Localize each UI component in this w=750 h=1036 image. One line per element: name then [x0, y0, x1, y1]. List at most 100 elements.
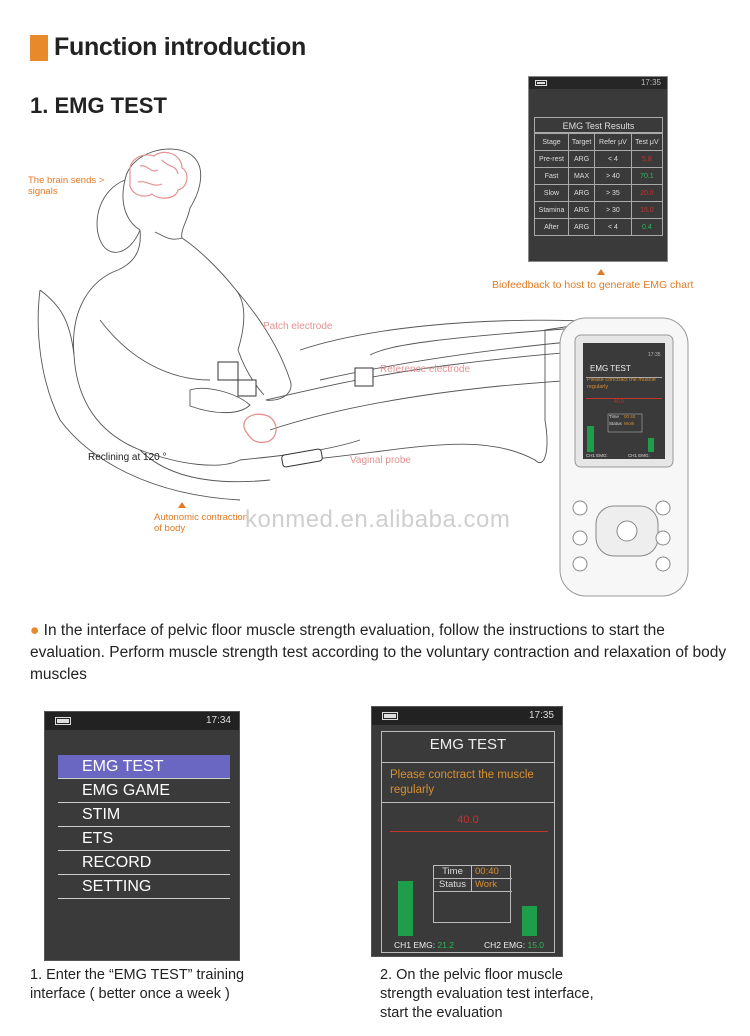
- device-screen-status-value: Work: [624, 421, 635, 426]
- bullet-icon: ●: [30, 622, 44, 639]
- ch2-emg-value: 15.0: [527, 940, 545, 950]
- device-screen-ch2-label: CH1 EMG:: [628, 453, 650, 458]
- results-title: EMG Test Results: [534, 117, 663, 133]
- table-row: Slow ARG > 35 20.0: [533, 184, 664, 202]
- menu-item-stim[interactable]: STIM: [58, 803, 230, 827]
- column-header: Test μV: [630, 133, 664, 151]
- ch1-emg-readout: CH1 EMG: 21.2: [394, 940, 454, 950]
- reference-electrode-label: Reference electrode: [380, 364, 471, 375]
- ch1-emg-label: CH1 EMG:: [394, 940, 436, 950]
- ch2-emg-label: CH2 EMG:: [484, 940, 526, 950]
- menu-list: EMG TEST EMG GAME STIM ETS RECORD SETTIN…: [58, 755, 230, 899]
- section-title: 1. EMG TEST: [30, 93, 167, 118]
- cell-target: ARG: [568, 184, 596, 202]
- description-paragraph: ● In the interface of pelvic floor muscl…: [30, 620, 730, 686]
- ch1-emg-bar: [398, 881, 413, 936]
- device-screen-status-label: Status: [609, 421, 622, 426]
- battery-icon: [535, 80, 547, 86]
- cell-refer: < 4: [594, 218, 632, 236]
- cell-stage: Stamina: [533, 201, 570, 219]
- cell-stage: Slow: [533, 184, 570, 202]
- emg-illustration: [37, 148, 689, 597]
- description-text: In the interface of pelvic floor muscle …: [30, 622, 727, 683]
- cell-test: 20.0: [630, 184, 664, 202]
- battery-icon: [382, 712, 398, 720]
- menu-item-emg-test[interactable]: EMG TEST: [58, 755, 230, 779]
- cell-test: 70.1: [630, 167, 664, 185]
- watermark: konmed.en.alibaba.com: [245, 506, 511, 533]
- header-accent-mark: [30, 35, 48, 61]
- cell-target: ARG: [568, 218, 596, 236]
- device-screen-title: EMG TEST: [590, 364, 631, 373]
- emg-target-value: 40.0: [457, 814, 479, 826]
- table-row: Stamina ARG > 30 15.0: [533, 201, 664, 219]
- caption-emg-test: 2. On the pelvic floor muscle strength e…: [380, 967, 594, 1021]
- cell-target: ARG: [568, 201, 596, 219]
- battery-icon: [55, 717, 71, 725]
- device-screen-ch1-label: CH1 EMG:: [586, 453, 608, 458]
- main-menu-screen: 17:34 EMG TEST EMG GAME STIM ETS RECORD …: [44, 711, 240, 961]
- column-header: Target: [568, 133, 596, 151]
- status-time: 17:34: [205, 715, 231, 726]
- time-value: 00:40: [472, 866, 512, 879]
- ch2-emg-readout: CH2 EMG: 15.0: [484, 940, 544, 950]
- patch-electrode-label: Patch electrode: [263, 321, 333, 332]
- column-header: Stage: [533, 133, 570, 151]
- biofeedback-label: Biofeedback to host to generate EMG char…: [492, 279, 694, 291]
- ch1-emg-value: 21.2: [437, 940, 455, 950]
- time-label: Time: [434, 866, 472, 879]
- emg-test-screen: 17:35 EMG TEST Please conctract the musc…: [371, 706, 563, 957]
- menu-item-setting[interactable]: SETTING: [58, 875, 230, 899]
- device-screen-time-value: 00:40: [624, 414, 636, 419]
- reclining-label: Reclining at 120 °: [88, 452, 167, 463]
- device-screen-time-label: Time: [609, 414, 619, 419]
- cell-target: MAX: [568, 167, 596, 185]
- target-line: [390, 831, 548, 832]
- column-header: Refer μV: [594, 133, 632, 151]
- menu-item-emg-game[interactable]: EMG GAME: [58, 779, 230, 803]
- brain-signal-label: The brain sends > signals: [28, 175, 105, 197]
- status-bar: 17:35: [372, 707, 562, 725]
- cell-test: 5.8: [630, 150, 664, 168]
- emg-instruction: Please conctract the muscle regularly: [390, 769, 534, 796]
- emg-results-screen: 17:35 EMG Test Results Stage Target Refe…: [528, 76, 668, 262]
- caption-menu: 1. Enter the “EMG TEST” training interfa…: [30, 967, 245, 1002]
- status-label: Status: [434, 879, 472, 892]
- device-screen-instruction: Please conctract the muscle regularly: [587, 377, 656, 390]
- cell-test: 0.4: [630, 218, 664, 236]
- cell-stage: Fast: [533, 167, 570, 185]
- cell-stage: Pre-rest: [533, 150, 570, 168]
- vaginal-probe-label: Vaginal probe: [350, 455, 411, 466]
- status-row: Status Work: [434, 879, 512, 892]
- status-time: 17:35: [528, 710, 554, 721]
- menu-item-record[interactable]: RECORD: [58, 851, 230, 875]
- status-time: 17:35: [640, 78, 661, 87]
- autonomic-contraction-label: Autonomic contraction of body: [154, 512, 248, 534]
- cell-refer: > 40: [594, 167, 632, 185]
- cell-refer: < 4: [594, 150, 632, 168]
- table-row: After ARG < 4 0.4: [533, 218, 664, 236]
- status-box: Time 00:40 Status Work: [433, 865, 512, 923]
- ch2-emg-bar: [522, 906, 537, 936]
- cell-stage: After: [533, 218, 570, 236]
- title-divider: [382, 762, 554, 763]
- page-title: Function introduction: [54, 33, 306, 61]
- status-bar: 17:35: [529, 77, 667, 89]
- results-table: Stage Target Refer μV Test μV Pre-rest A…: [533, 133, 664, 236]
- cell-target: ARG: [568, 150, 596, 168]
- emg-frame: EMG TEST Please conctract the muscle reg…: [381, 731, 555, 953]
- emg-screen-title: EMG TEST: [429, 736, 507, 753]
- instruction-divider: [382, 802, 554, 803]
- time-row: Time 00:40: [434, 866, 512, 879]
- table-header-row: Stage Target Refer μV Test μV: [533, 133, 664, 151]
- table-row: Pre-rest ARG < 4 5.8: [533, 150, 664, 168]
- device-screen-value: 40.0: [614, 399, 624, 405]
- status-bar: 17:34: [45, 712, 239, 730]
- cell-test: 15.0: [630, 201, 664, 219]
- cell-refer: > 30: [594, 201, 632, 219]
- cell-refer: > 35: [594, 184, 632, 202]
- device-screen-time: 17:35: [648, 352, 661, 358]
- table-row: Fast MAX > 40 70.1: [533, 167, 664, 185]
- menu-item-ets[interactable]: ETS: [58, 827, 230, 851]
- status-value: Work: [472, 879, 512, 892]
